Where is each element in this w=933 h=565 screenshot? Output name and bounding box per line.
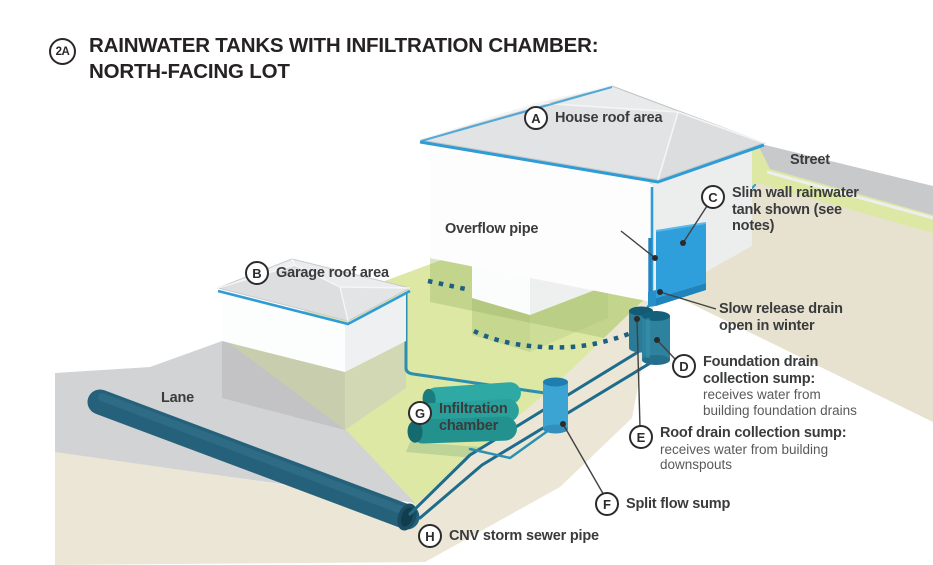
house-gutter-back [420,86,613,142]
callout-e-desc2: downspouts [660,457,733,472]
garage-gutter [217,289,411,326]
callout-e-label: Roof drain collection sump: receives wat… [660,425,847,473]
house-wall-front [430,147,652,302]
callout-d-bold1: Foundation drain [703,354,819,370]
badge-f: F [595,492,619,516]
callout-d-bold2: collection sump: [703,370,816,387]
title-line-2: NORTH-FACING LOT [89,60,290,83]
callout-c-line1: Slim wall rainwater [732,185,859,201]
slow-release-drain [648,290,656,307]
callout-d-desc2: building foundation drains [703,402,857,418]
badge-b: B [245,261,269,285]
callout-e-bold1: Roof drain collection sump: [660,425,847,441]
street-label: Street [790,152,830,168]
badge-c: C [701,185,725,209]
callout-g-line2: chamber [439,417,499,434]
badge-g: G [408,401,432,425]
figure-number-badge: 2A [49,38,76,65]
callout-d-label: Foundation drain collection sump: receiv… [703,354,857,418]
badge-d: D [672,354,696,378]
callout-a-label: House roof area [555,109,663,126]
sump-outlet-pipe-b [418,360,654,520]
callout-c-line2: tank shown (see [732,201,842,218]
overflow-pipe-label: Overflow pipe [445,221,539,237]
lane-surface [55,340,415,503]
sump-outlet-pipe-a [408,350,640,516]
callout-c-line3: notes) [732,218,775,234]
callout-b-label: Garage roof area [276,264,389,281]
garage-reflection [222,340,345,430]
lane-label: Lane [161,390,195,406]
slow-release-line2: open in winter [719,317,815,334]
badge-e: E [629,425,653,449]
callout-storm-sewer: H CNV storm sewer pipe [418,524,599,548]
garage-wall-right [345,293,406,372]
house-gutter [419,140,765,184]
foundation-drain-collection-sump [642,311,670,365]
page-title: 2A RAINWATER TANKS WITH INFILTRATION CHA… [49,33,599,85]
callout-g-label: Infiltration chamber [439,401,508,434]
callout-d-desc1: receives water from [703,387,821,402]
callout-f-label: Split flow sump [626,495,731,512]
callout-garage-roof-area: B Garage roof area [245,261,389,285]
street-curb [766,170,933,220]
foundation-drain-dotted-1 [427,278,471,293]
leader-lines [560,205,717,498]
callout-infiltration-chamber: G Infiltration chamber [408,401,508,434]
callout-foundation-drain-sump: D Foundation drain collection sump: rece… [672,354,857,418]
badge-a: A [524,106,548,130]
chamber-connector-pipe [468,428,551,460]
callout-slim-wall-tank: C Slim wall rainwater tank shown (see no… [701,185,859,235]
callout-e-desc1: receives water from building [660,441,829,457]
street-surface [757,143,933,215]
garage-wall-left [222,293,345,372]
callout-split-flow-sump: F Split flow sump [595,492,730,516]
slow-release-drain-label: Slow release drain open in winter [719,301,843,334]
callout-h-label: CNV storm sewer pipe [449,527,599,544]
slim-wall-rainwater-tank [648,222,707,307]
garage-downspout-pipe [404,292,547,395]
callout-roof-drain-sump: E Roof drain collection sump: receives w… [629,425,847,473]
slow-release-line1: Slow release drain [719,301,843,317]
callout-house-roof-area: A House roof area [524,106,663,130]
badge-h: H [418,524,442,548]
callout-c-label: Slim wall rainwater tank shown (see note… [732,185,859,235]
ground-front-face [55,287,657,565]
addition-shadow-right [530,285,608,352]
title-line-1: RAINWATER TANKS WITH INFILTRATION CHAMBE… [89,34,599,57]
callout-g-line1: Infiltration [439,401,508,417]
garage-reflection-right [345,340,406,430]
